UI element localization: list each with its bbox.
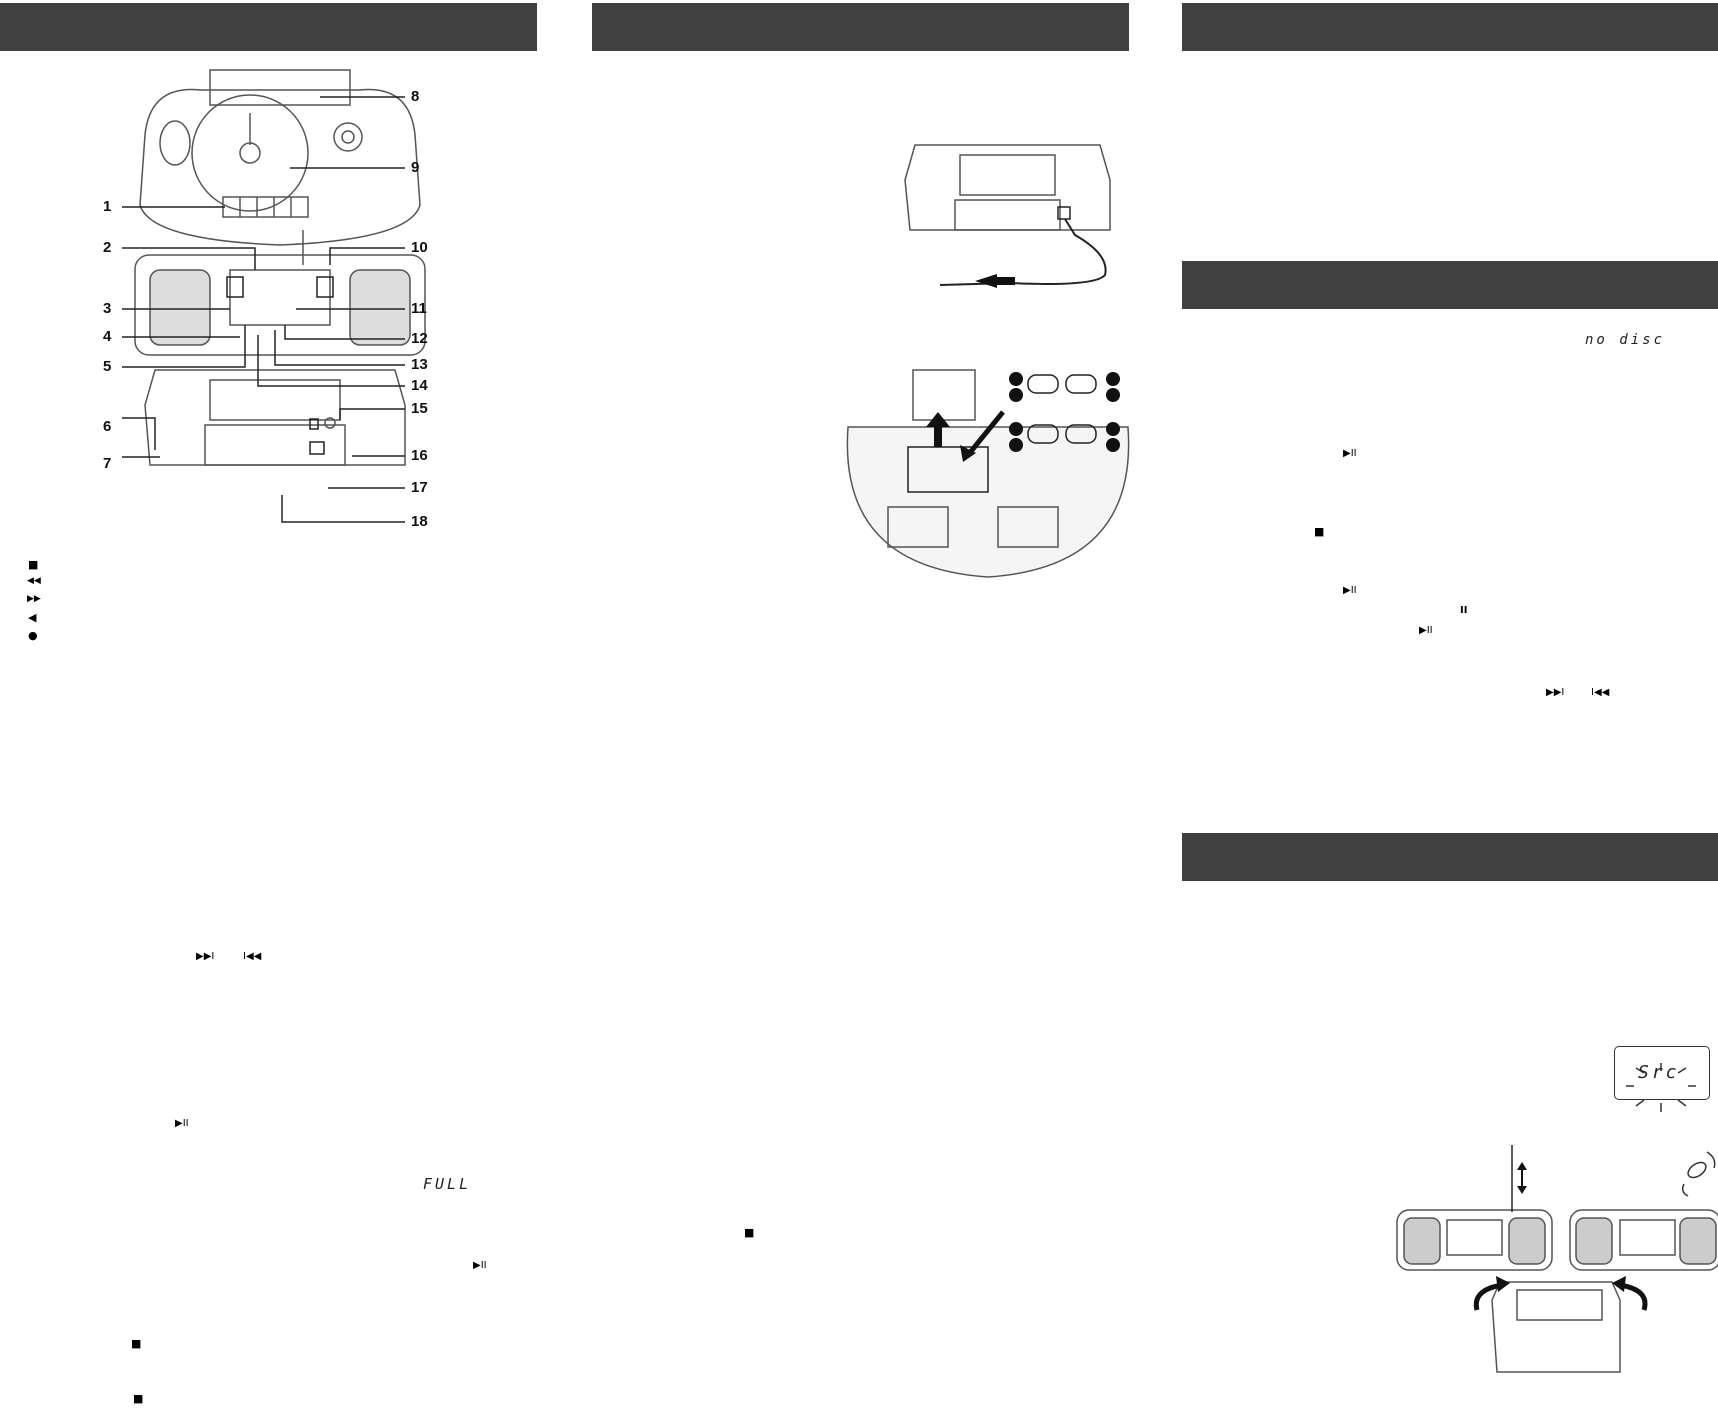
battery-installation-illustration <box>846 369 1130 578</box>
callout-15: 15 <box>411 400 428 417</box>
callout-13: 13 <box>411 356 428 373</box>
full-display: FULL <box>423 1175 472 1193</box>
callout-9: 9 <box>411 159 420 176</box>
middle-column-header-bar <box>592 3 1129 51</box>
callout-18: 18 <box>411 513 428 530</box>
fast-forward-icon: ▶▶ <box>27 594 41 604</box>
callout-16: 16 <box>411 447 428 464</box>
callout-7: 7 <box>103 455 112 472</box>
callout-6: 6 <box>103 418 112 435</box>
blink-rays <box>1626 1063 1696 1112</box>
stop-icon: ■ <box>133 1392 144 1405</box>
stop-icon: ■ <box>1314 525 1325 538</box>
no-disc-display: no disc <box>1585 332 1666 348</box>
rewind-icon: ◀◀ <box>27 576 41 586</box>
callout-10: 10 <box>411 239 428 256</box>
callout-11: 11 <box>411 300 427 317</box>
callout-1: 1 <box>103 198 112 215</box>
callout-8: 8 <box>411 88 420 105</box>
play-pause-icon: ▶II <box>1343 585 1357 596</box>
ac-power-illustration <box>904 144 1111 288</box>
skip-prev-icon: I◀◀ <box>1591 687 1610 698</box>
skip-next-icon: ▶▶I <box>196 951 215 962</box>
front-view-illustration <box>134 230 426 356</box>
play-pause-icon: ▶II <box>175 1118 189 1129</box>
skip-next-icon: ▶▶I <box>1546 687 1565 698</box>
stop-icon: ■ <box>744 1226 755 1239</box>
back-view-illustration <box>144 369 406 466</box>
right-column-header-bar-3 <box>1182 833 1718 881</box>
parts-diagram <box>134 69 426 466</box>
record-icon: ● <box>28 629 38 642</box>
right-column-header-bar-1 <box>1182 3 1718 51</box>
play-pause-icon: ▶II <box>473 1260 487 1271</box>
callout-2: 2 <box>103 239 112 256</box>
play-pause-icon: ▶II <box>1419 625 1433 636</box>
callout-12: 12 <box>411 330 428 347</box>
play-pause-icon: ▶II <box>1343 448 1357 459</box>
callout-5: 5 <box>103 358 112 375</box>
right-column-header-bar-2 <box>1182 261 1718 309</box>
top-view-illustration <box>139 69 421 246</box>
callout-14: 14 <box>411 377 428 394</box>
src-display: Src <box>1638 1062 1680 1083</box>
stop-icon: ■ <box>131 1337 142 1350</box>
eject-icon: ◀ <box>28 611 37 624</box>
left-column-header-bar <box>0 3 537 51</box>
pause-icon: II <box>1460 605 1468 616</box>
src-display-box <box>1614 1046 1710 1100</box>
callout-3: 3 <box>103 300 112 317</box>
callout-17: 17 <box>411 479 428 496</box>
callout-4: 4 <box>103 328 112 345</box>
antenna-rotation-illustration <box>1396 1145 1718 1373</box>
skip-prev-icon: I◀◀ <box>243 951 262 962</box>
stop-icon: ■ <box>28 558 39 571</box>
